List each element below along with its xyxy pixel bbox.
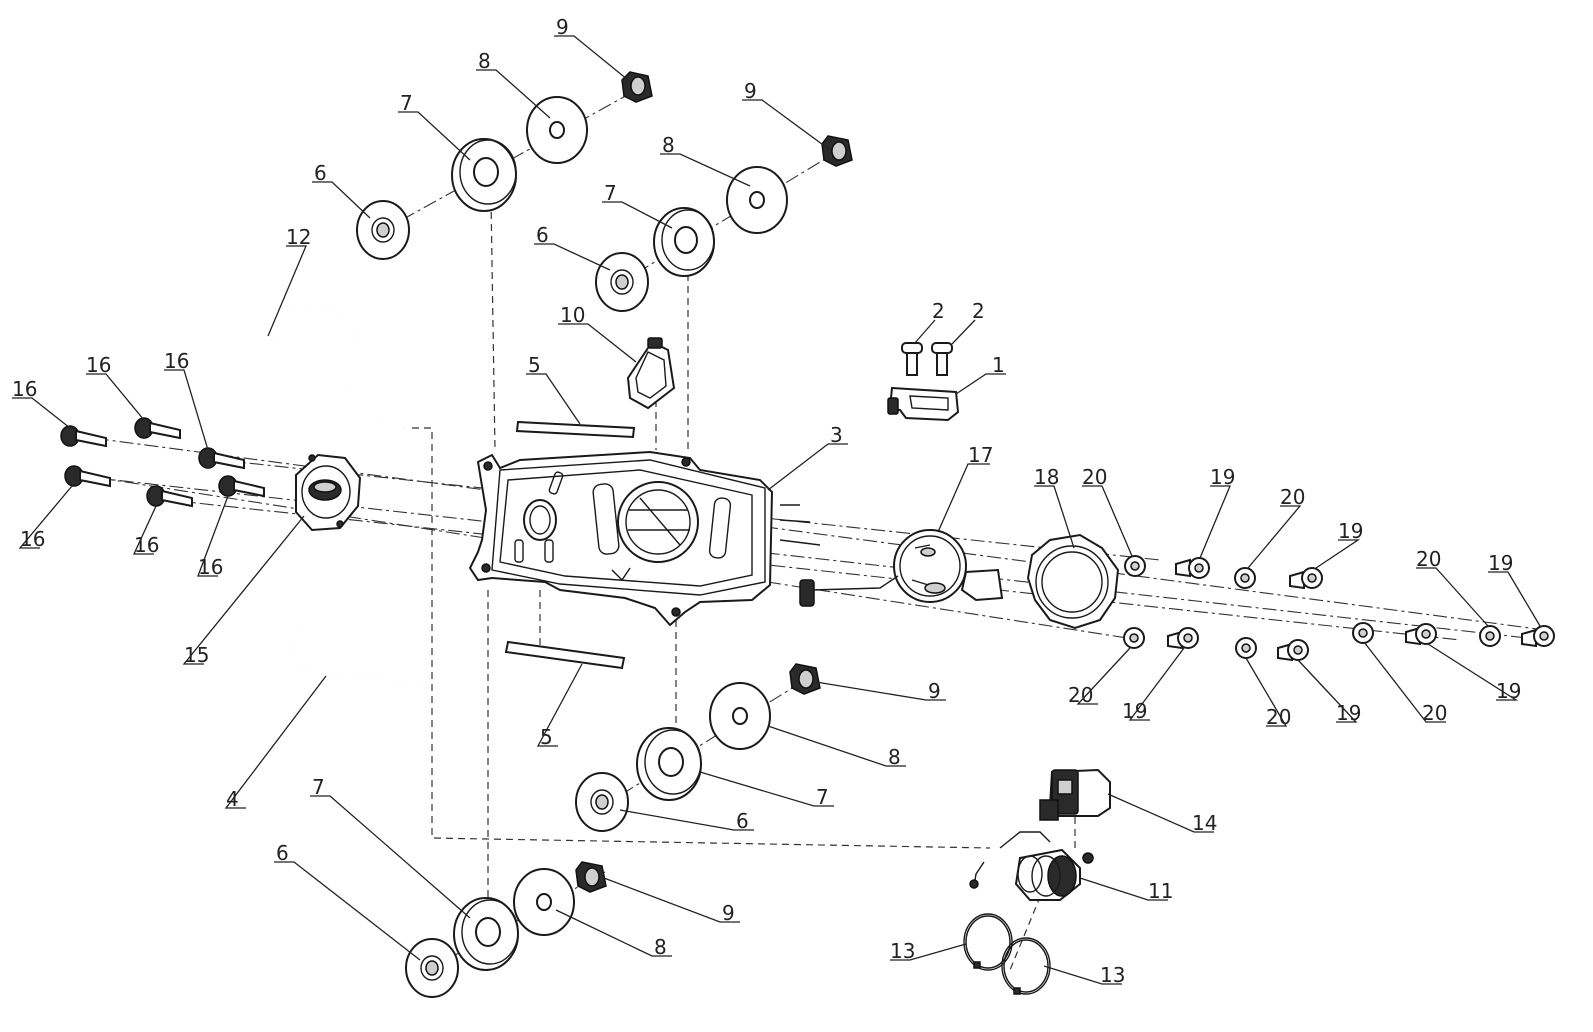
callout-8: 8: [478, 49, 491, 73]
callout-9: 9: [722, 901, 735, 925]
callout-19: 19: [1336, 701, 1361, 725]
callout-9: 9: [556, 15, 569, 39]
washer-20-c: [1479, 625, 1501, 647]
callout-20: 20: [1422, 701, 1447, 725]
callout-15: 15: [184, 643, 209, 667]
callout-9: 9: [744, 79, 757, 103]
callout-8: 8: [888, 745, 901, 769]
callout-16: 16: [86, 353, 111, 377]
strap-lower: [504, 640, 626, 670]
screw-19-f: [1405, 623, 1437, 646]
callout-7: 7: [400, 91, 413, 115]
mount-stack-top-right: [595, 135, 853, 312]
callout-7: 7: [604, 181, 617, 205]
callout-6: 6: [276, 841, 289, 865]
callout-8: 8: [654, 935, 667, 959]
callout-19: 19: [1210, 465, 1235, 489]
washer-20-a: [1124, 555, 1146, 577]
clamp-13-right: [1001, 937, 1051, 995]
callout-16: 16: [164, 349, 189, 373]
callout-12: 12: [286, 225, 311, 249]
callout-7: 7: [312, 775, 325, 799]
callout-6: 6: [736, 809, 749, 833]
assembly-center-lines: [69, 87, 1546, 971]
callout-9: 9: [928, 679, 941, 703]
strap-upper: [515, 420, 636, 439]
callout-7: 7: [816, 785, 829, 809]
callout-3: 3: [830, 423, 843, 447]
callout-16: 16: [20, 527, 45, 551]
washer-20-b: [1234, 567, 1256, 589]
callout-5: 5: [540, 725, 553, 749]
callout-2: 2: [972, 299, 985, 323]
bracket-1: [887, 386, 960, 422]
callout-19: 19: [1122, 699, 1147, 723]
leader-lines: [12, 35, 1541, 985]
sensor-loop-10: [626, 337, 676, 410]
mount-stack-bottom-left: [405, 861, 607, 998]
mount-stack-top-left: [356, 71, 653, 260]
callout-1: 1: [992, 353, 1005, 377]
callout-18: 18: [1034, 465, 1059, 489]
screw-19-a: [1175, 557, 1210, 579]
callout-11: 11: [1148, 879, 1173, 903]
callout-19: 19: [1496, 679, 1521, 703]
callout-19: 19: [1488, 551, 1513, 575]
callout-20: 20: [1416, 547, 1441, 571]
callout-17: 17: [968, 443, 993, 467]
callout-4: 4: [226, 787, 239, 811]
bolt-16-a: [60, 425, 107, 448]
callout-20: 20: [1266, 705, 1291, 729]
screw-19-d: [1167, 627, 1199, 650]
washer-20-e: [1235, 637, 1257, 659]
clamp-13-left: [963, 913, 1013, 971]
callout-20: 20: [1082, 465, 1107, 489]
callout-2: 2: [932, 299, 945, 323]
pump-flange-17: [799, 529, 1004, 607]
mount-stack-bottom-right: [575, 663, 821, 832]
callout-16: 16: [134, 533, 159, 557]
callout-6: 6: [314, 161, 327, 185]
screw-2-left: [901, 342, 923, 376]
callout-13: 13: [1100, 963, 1125, 987]
callout-16: 16: [198, 555, 223, 579]
retaining-ring-18: [1026, 533, 1120, 630]
callout-20: 20: [1280, 485, 1305, 509]
callout-labels: 9 8 7 6 9 8 7 6 12 10 5 2 2 1 3 16 16 16…: [12, 15, 1521, 987]
callout-8: 8: [662, 133, 675, 157]
screw-19-b: [1289, 567, 1323, 590]
callout-10: 10: [560, 303, 585, 327]
callout-20: 20: [1068, 683, 1093, 707]
screw-2-right: [931, 342, 953, 376]
washer-20-d: [1123, 627, 1145, 649]
washer-20-f: [1352, 622, 1374, 644]
callout-6: 6: [536, 223, 549, 247]
callout-16: 16: [12, 377, 37, 401]
screw-19-e: [1277, 639, 1309, 662]
bolt-16-e: [146, 485, 193, 508]
bolt-16-c: [198, 447, 245, 470]
hose-12: [262, 300, 405, 429]
callout-13: 13: [890, 939, 915, 963]
callout-14: 14: [1192, 811, 1217, 835]
canister-11: [969, 831, 1094, 901]
bolt-16-d: [64, 465, 111, 488]
hose-4: [288, 623, 427, 685]
connector-14: [1039, 768, 1111, 821]
filler-cap-15: [295, 453, 362, 532]
callout-19: 19: [1338, 519, 1363, 543]
fuel-tank-body: [468, 450, 821, 627]
screw-19-c: [1521, 625, 1555, 648]
bolt-16-f: [218, 475, 265, 498]
bolt-16-b: [134, 417, 181, 440]
callout-5: 5: [528, 353, 541, 377]
